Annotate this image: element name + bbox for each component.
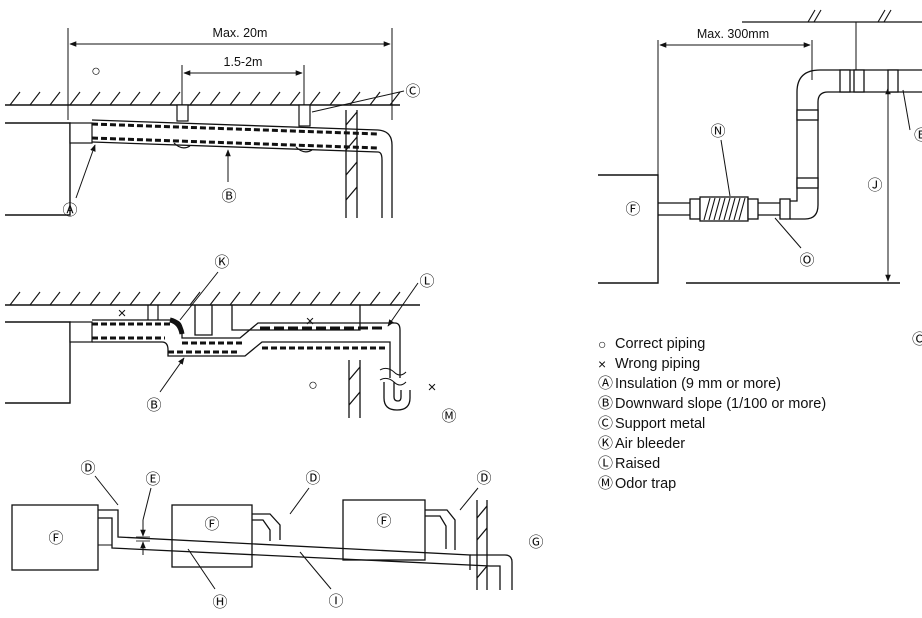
drain-pipe-2	[92, 305, 401, 378]
legend-text: Insulation (9 mm or more)	[615, 376, 781, 392]
figure-air-bleeder: × × ○ × Ⓚ Ⓛ Ⓑ Ⓜ	[5, 254, 457, 425]
legend-text: Downward slope (1/100 or more)	[615, 396, 827, 412]
correct-mark-2: ○	[308, 377, 318, 394]
legend-symbol: Ⓚ	[598, 435, 614, 452]
legend-symbol: ○	[598, 336, 607, 352]
ceiling-marks	[807, 9, 892, 23]
dimension-max-offset-label: Max. 300mm	[697, 27, 769, 41]
drain-socket-2	[69, 321, 93, 343]
label-G: Ⓖ	[528, 534, 543, 551]
label-F-right: Ⓕ	[625, 201, 640, 218]
label-C: Ⓒ	[405, 83, 420, 100]
callout-K-line	[179, 271, 219, 321]
flexible-hose-ribs	[703, 197, 746, 221]
figure-slope-support: Max. 20m 1.5-2m ○	[5, 26, 421, 219]
legend-text: Raised	[615, 456, 661, 472]
label-F-1: Ⓕ	[48, 530, 63, 547]
indoor-unit-2	[5, 321, 71, 404]
dimension-max-length-label: Max. 20m	[213, 26, 268, 40]
legend-item-support: Ⓒ Support metal	[598, 414, 826, 434]
callout-B-right-line	[902, 89, 911, 131]
wall-2	[348, 360, 361, 418]
label-E: Ⓔ	[145, 471, 160, 488]
legend-text: Correct piping	[615, 336, 706, 352]
label-O: Ⓞ	[799, 252, 814, 269]
legend-item-correct: ○ Correct piping	[598, 334, 826, 354]
legend-item-air-bleeder: Ⓚ Air bleeder	[598, 434, 826, 454]
figure-collective-piping: Ⓕ Ⓕ Ⓕ Ⓓ Ⓓ Ⓓ	[11, 460, 544, 611]
drain-socket	[69, 122, 93, 144]
label-D-3: Ⓓ	[476, 470, 491, 487]
callout-C-line	[311, 90, 405, 113]
wrong-mark-3: ×	[428, 379, 437, 396]
indoor-unit-2b	[171, 504, 253, 568]
label-J: Ⓙ	[867, 177, 882, 194]
dimension-support-spacing-label: 1.5-2m	[224, 55, 263, 69]
wall	[345, 110, 358, 218]
legend-item-insulation: Ⓐ Insulation (9 mm or more)	[598, 374, 826, 394]
wrong-mark-2: ×	[306, 313, 315, 330]
legend-item-odor-trap: Ⓜ Odor trap	[598, 474, 826, 494]
legend-item-raised: Ⓛ Raised	[598, 454, 826, 474]
legend-text: Wrong piping	[615, 356, 701, 372]
legend-item-slope: Ⓑ Downward slope (1/100 or more)	[598, 394, 826, 414]
collective-drain-pipe	[98, 509, 513, 590]
sloped-drain-pipe	[91, 119, 393, 218]
label-N: Ⓝ	[710, 123, 725, 140]
beam	[231, 305, 361, 331]
legend-item-wrong: × Wrong piping	[598, 354, 826, 374]
label-M: Ⓜ	[441, 408, 456, 425]
label-I: Ⓘ	[328, 593, 343, 610]
callout-N-line	[720, 139, 731, 197]
label-B-right: Ⓑ	[914, 127, 922, 144]
callout-L-line	[387, 282, 419, 327]
support-metal	[173, 104, 313, 153]
callout-O-line	[774, 217, 802, 249]
odor-trap	[383, 382, 411, 411]
label-cut-right: Ⓒ	[912, 331, 922, 348]
callout-A-line	[75, 144, 96, 199]
label-A: Ⓐ	[62, 202, 77, 219]
indoor-unit-4	[598, 174, 659, 284]
label-B-2: Ⓑ	[146, 397, 161, 414]
ceiling-hatch-2	[9, 291, 401, 306]
figure-flexible-hose: Max. 300mm Ⓙ	[598, 9, 922, 348]
wrong-mark-1: ×	[118, 305, 127, 322]
legend-text: Air bleeder	[615, 436, 686, 452]
indoor-unit	[5, 122, 71, 216]
legend-symbol: ×	[598, 356, 607, 372]
legend-symbol: Ⓐ	[598, 375, 614, 392]
riser-pipe	[658, 69, 922, 222]
legend-symbol: Ⓛ	[598, 455, 614, 472]
label-D-1: Ⓓ	[80, 460, 95, 477]
label-B: Ⓑ	[221, 188, 236, 205]
indoor-unit-1	[11, 504, 99, 571]
wall-3	[476, 500, 488, 590]
label-D-2: Ⓓ	[305, 470, 320, 487]
correct-mark: ○	[91, 63, 101, 80]
legend-text: Support metal	[615, 416, 706, 432]
label-L: Ⓛ	[419, 273, 434, 290]
legend: ○ Correct piping × Wrong piping Ⓐ Insula…	[598, 334, 826, 494]
callout-B2-line	[159, 357, 185, 393]
label-K: Ⓚ	[214, 254, 229, 271]
beam-small	[194, 305, 213, 336]
label-H: Ⓗ	[212, 594, 227, 611]
label-F-2: Ⓕ	[204, 516, 219, 533]
ceiling-hatch	[9, 91, 401, 106]
legend-symbol: Ⓒ	[598, 415, 614, 432]
legend-symbol: Ⓑ	[598, 395, 614, 412]
legend-symbol: Ⓜ	[598, 475, 614, 492]
label-F-3: Ⓕ	[376, 513, 391, 530]
legend-text: Odor trap	[615, 476, 677, 492]
